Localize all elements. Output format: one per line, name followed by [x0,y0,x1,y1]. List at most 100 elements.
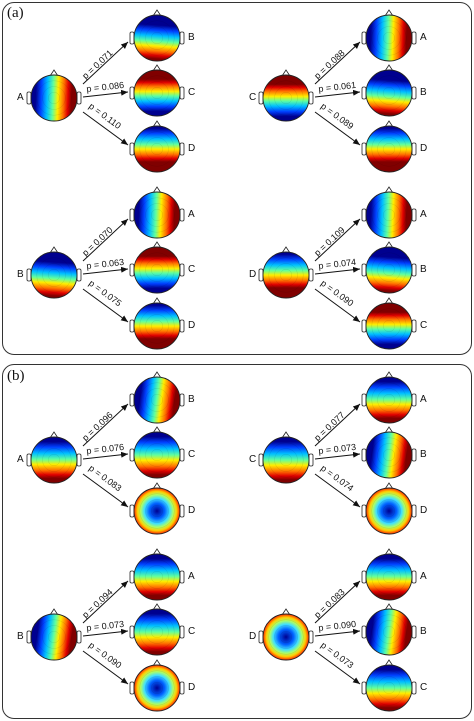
scalp-map [365,69,413,117]
nose-shape [49,69,59,77]
contour-line [139,252,175,288]
scalp-map [30,613,78,661]
ear-shape [411,142,417,156]
ear-shape [258,268,264,282]
contour-line [139,197,175,233]
ear-shape [179,86,185,100]
contour-line [371,670,407,706]
target-map-B [361,426,417,479]
target-map-B [361,64,417,117]
contour-line [377,676,401,700]
contour-line [274,263,298,287]
scalp-map [30,251,78,299]
nose-shape [384,603,394,611]
contour-line [383,209,395,221]
scalp-map [133,125,181,173]
target-state-label: B [188,32,195,43]
nose-shape [384,120,394,128]
nose-shape [152,64,162,72]
contour-line [139,131,175,167]
transition-arrow [314,111,361,146]
ear-shape [129,86,135,100]
contour-line [280,631,292,643]
scalp-map [262,74,310,122]
nose-shape [152,241,162,249]
target-state-label: A [188,209,195,220]
ear-shape [179,448,185,462]
transition-arrow [82,41,129,85]
nose-shape [152,297,162,305]
scalp-map [365,14,413,62]
nose-shape [49,246,59,254]
ear-shape [76,630,82,644]
target-map-D [129,297,185,350]
ear-shape [308,453,314,467]
ear-shape [129,570,135,584]
nose-shape [384,371,394,379]
nose-shape [384,186,394,194]
contour-line [151,32,163,44]
nose-shape [281,608,291,616]
contour-line [139,437,175,473]
nose-shape [281,431,291,439]
transition-arrow [314,473,361,508]
nose-shape [152,482,162,490]
contour-line [377,26,401,50]
contour-line [371,252,407,288]
ear-shape [361,393,367,407]
contour-line [139,614,175,650]
ear-shape [179,504,185,518]
scalp-map [30,74,78,122]
ear-shape [411,86,417,100]
scalp-map [30,436,78,484]
ear-shape [411,681,417,695]
transition-arrow [314,650,361,685]
contour-line [377,203,401,227]
contour-line [139,559,175,595]
contour-line [151,264,163,276]
contour-line [145,565,169,589]
target-map-B [361,603,417,656]
target-state-label: B [420,626,427,637]
ear-shape [179,393,185,407]
scalp-map [365,487,413,535]
contour-line [145,314,169,338]
target-map-C [129,241,185,294]
ear-shape [258,453,264,467]
target-state-label: C [420,320,428,331]
contour-line [268,80,304,116]
contour-line [383,87,395,99]
contour-line [371,614,407,650]
contour-line [280,269,292,281]
contour-line [383,571,395,583]
source-state-label: C [249,454,257,465]
contour-line [42,263,66,287]
scalp-map [365,376,413,424]
contour-line [151,320,163,332]
target-state-label: D [420,143,428,154]
panel-label: (b) [7,368,25,384]
contour-line [145,620,169,644]
contour-line [371,493,407,529]
target-state-label: C [188,626,196,637]
contour-line [280,454,292,466]
nose-shape [49,431,59,439]
ear-shape [361,142,367,156]
contour-line [377,443,401,467]
contour-line [377,388,401,412]
contour-line [145,26,169,50]
contour-line [268,257,304,293]
ear-shape [129,319,135,333]
scalp-map [365,664,413,712]
target-state-label: A [420,394,427,405]
contour-line [139,493,175,529]
contour-line [371,437,407,473]
ear-shape [411,208,417,222]
nose-shape [152,659,162,667]
ear-shape [26,91,32,105]
contour-line [151,394,163,406]
contour-line [371,559,407,595]
contour-line [383,682,395,694]
transition-arrow [314,403,361,447]
contour-line [377,620,401,644]
